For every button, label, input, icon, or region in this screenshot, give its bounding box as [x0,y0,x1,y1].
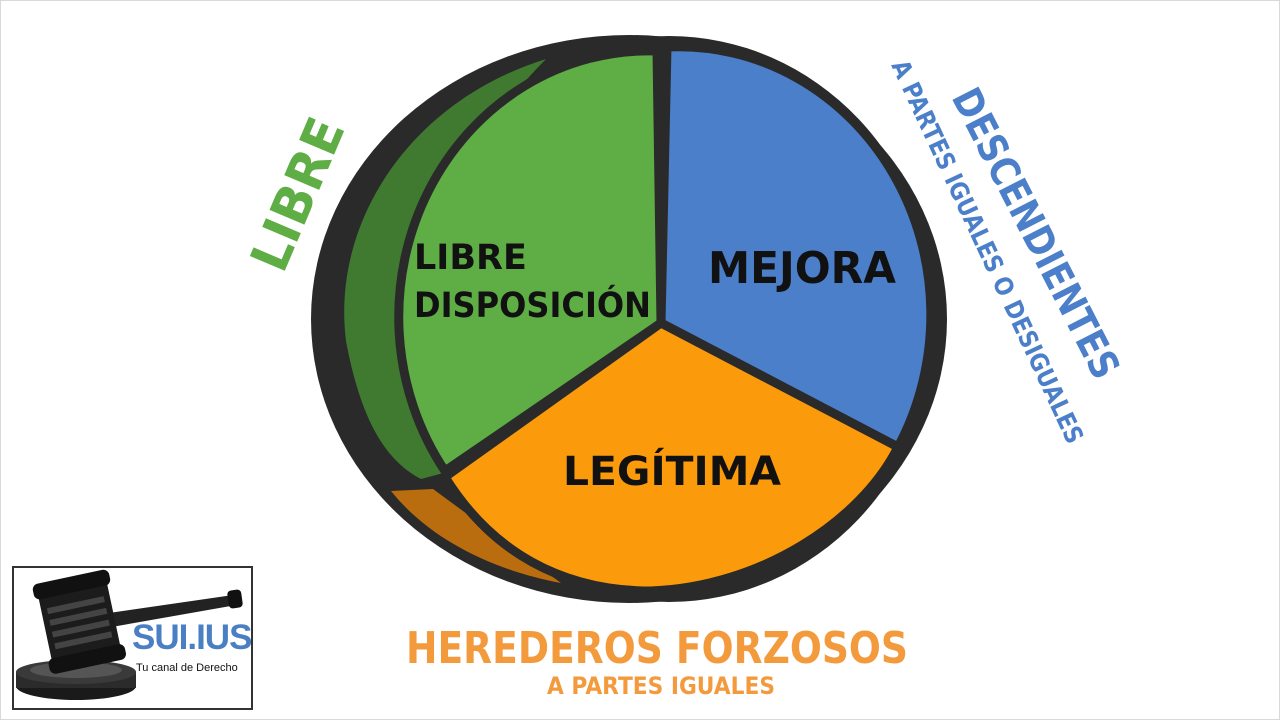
logo-tagline: Tu canal de Derecho [136,662,238,674]
sector-mejora-label: MEJORA [708,243,896,294]
pie-side-orange [391,489,561,583]
sector-legitima-label: LEGÍTIMA [563,447,781,495]
sector-libre-disposicion-label-2: DISPOSICIÓN [414,284,651,326]
logo-brand-name: SUI.IUS [132,618,252,657]
pie-side-green [344,59,546,479]
channel-logo: SUI.IUS Tu canal de Derecho [12,566,253,710]
herederos-sub-label: A PARTES IGUALES [547,672,775,700]
gavel-icon [16,569,243,700]
sector-mejora [656,42,936,452]
herederos-forzosos-label: HEREDEROS FORZOSOS [406,623,908,674]
sector-libre-disposicion-label-1: LIBRE [414,238,527,278]
sector-legitima [440,318,903,596]
